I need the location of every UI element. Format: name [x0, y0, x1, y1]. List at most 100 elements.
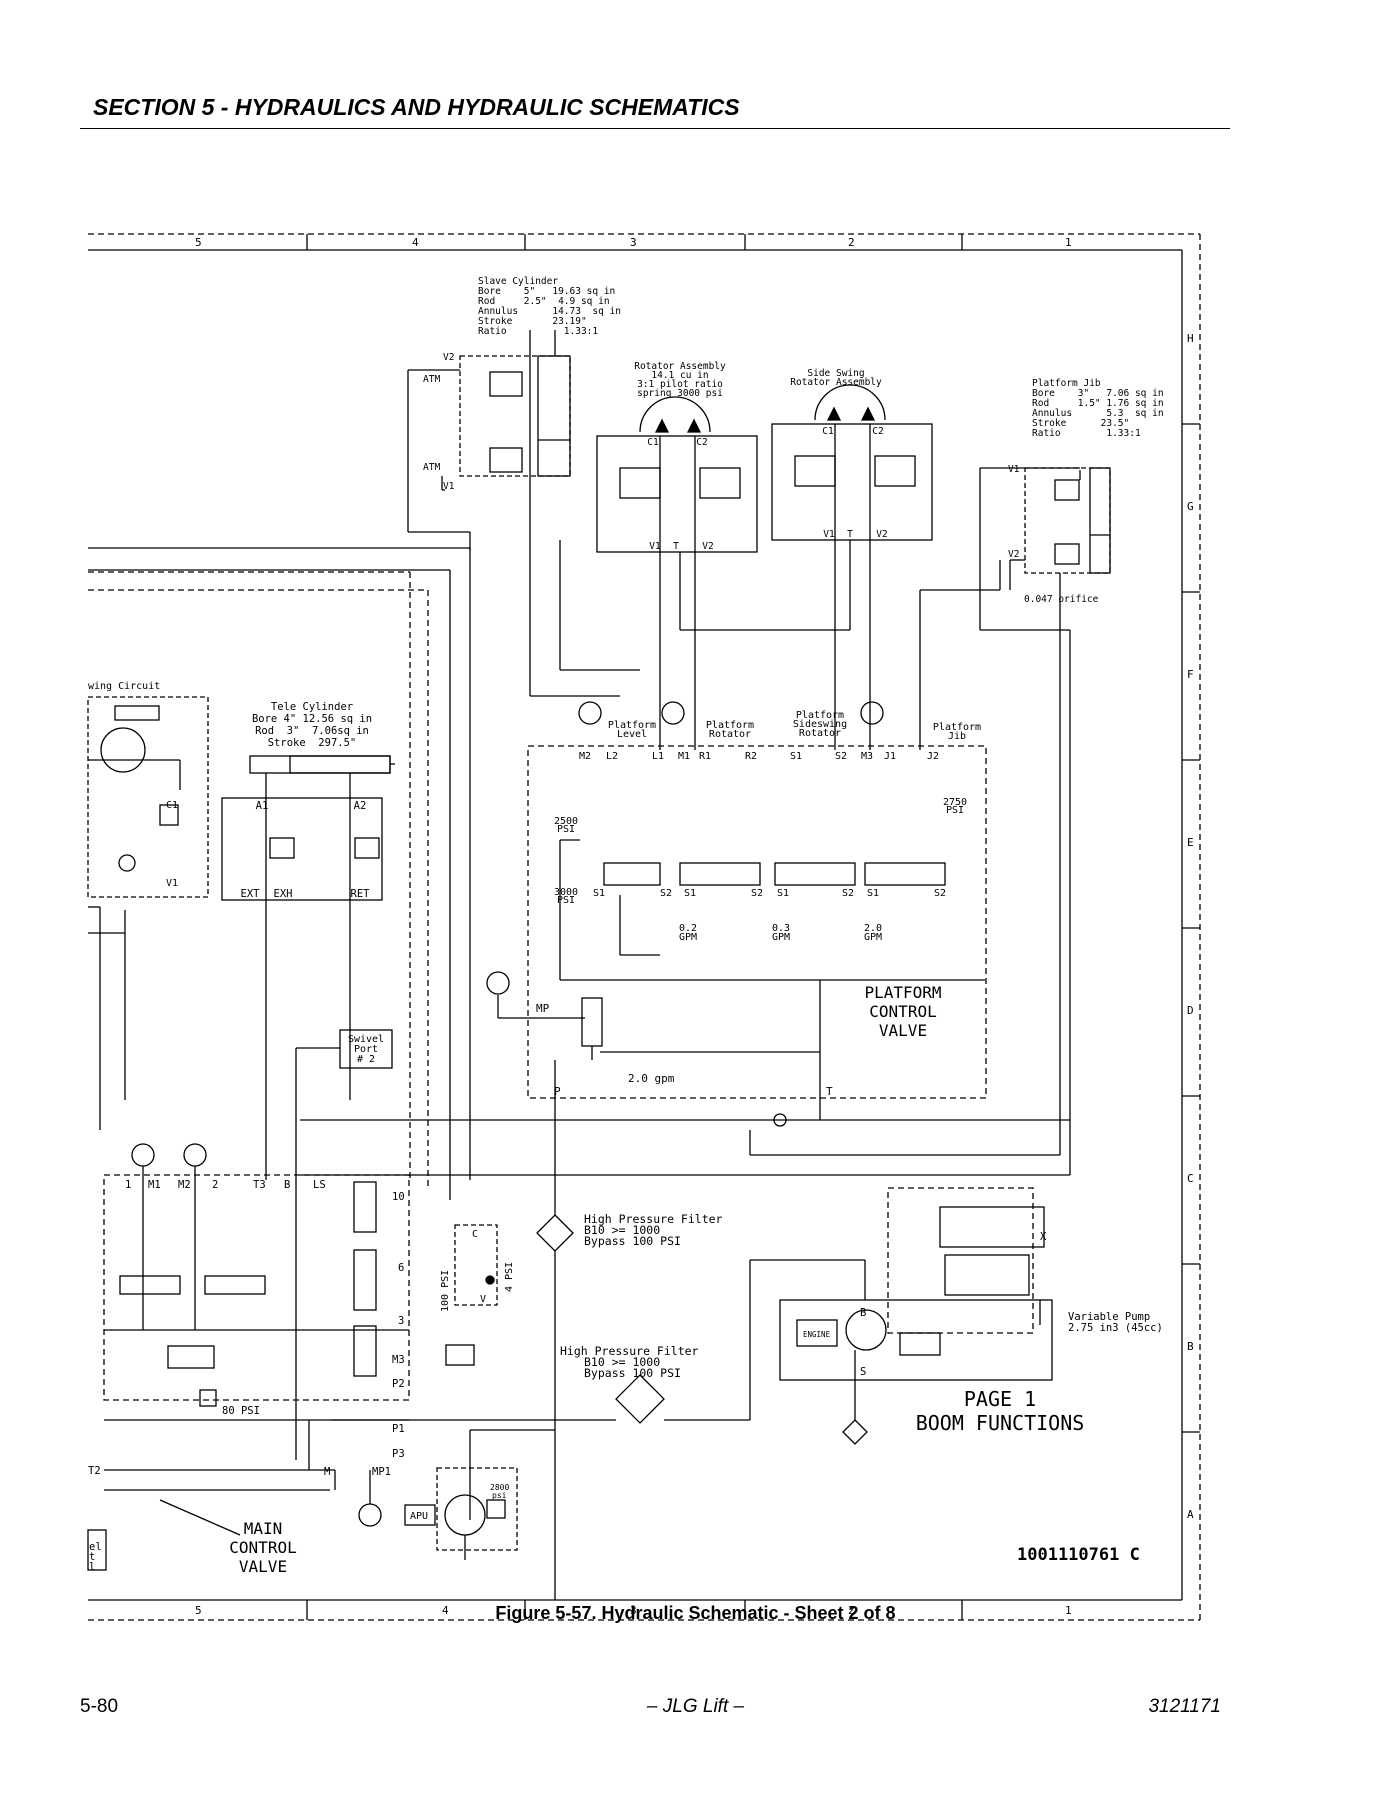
jib-line-4: Annulus 5.3 sq in [1032, 408, 1164, 419]
page-ref-1: PAGE 1 [964, 1387, 1036, 1411]
mcv-port-p3: P3 [392, 1448, 405, 1460]
header-rule [80, 128, 1230, 129]
tele-line-4: Stroke 297.5" [268, 737, 357, 749]
relief-2750-value: 2750 [943, 797, 967, 808]
pump-port-x: X [1040, 1231, 1047, 1243]
main-valve-title: MAIN CONTROL VALVE [229, 1519, 296, 1576]
tele-ext: EXT [241, 888, 261, 900]
mcv-port-p2: P2 [392, 1378, 405, 1390]
rotator-line-4: spring 3000 psi [637, 388, 723, 399]
side-swing-t: T [847, 529, 853, 540]
shuttle-4psi: 4 PSI [504, 1262, 515, 1292]
col-label-top-5: 5 [195, 236, 202, 249]
mcv-port-mp1: MP1 [372, 1466, 391, 1478]
relief-2500-value: 2500 [554, 816, 578, 827]
variable-pump [779, 1187, 1053, 1445]
apu-psi-value: 2800 [490, 1483, 509, 1492]
port-p: P [554, 1085, 561, 1098]
slave-line-6: Ratio 1.33:1 [478, 326, 598, 337]
port-m3: M3 [861, 751, 873, 762]
side-swing-c1: C1 [822, 426, 834, 437]
filter2-line-2: B10 >= 1000 [584, 1355, 660, 1369]
row-label-a: A [1187, 1508, 1194, 1521]
row-label-e: E [1187, 836, 1194, 849]
port-m1: M1 [678, 751, 690, 762]
side-swing-assembly [771, 384, 933, 541]
high-pressure-filter-1 [469, 1195, 574, 1600]
flow-3-value: 2.0 [864, 923, 882, 934]
rotator-t: T [673, 541, 679, 552]
tele-line-3: Rod 3" 7.06sq in [255, 725, 369, 737]
tele-line-2: Bore 4" 12.56 sq in [252, 713, 372, 725]
tele-a2: A2 [354, 800, 367, 812]
function-label-3: Platform [706, 720, 754, 731]
main-valve-title-1: MAIN [244, 1519, 283, 1538]
pump-port-s: S [860, 1366, 866, 1378]
rotator-labels: Rotator Assembly 14.1 cu in 3:1 pilot ra… [634, 361, 726, 552]
platform-valve-title-2: CONTROL [869, 1002, 936, 1021]
filter2-line-1: High Pressure Filter [560, 1344, 699, 1358]
function-label-4: Rotator [709, 729, 751, 740]
page-ref: PAGE 1 BOOM FUNCTIONS [916, 1387, 1085, 1435]
pump-label-2: 2.75 in3 (45cc) [1068, 1322, 1163, 1334]
rotator-line-3: 3:1 pilot ratio [637, 379, 723, 390]
frame-labels: 5 4 3 2 1 5 4 3 2 1 H G F E D C B A [195, 236, 1194, 1617]
col-label-bottom-5: 5 [195, 1604, 202, 1617]
platform-valve-labels: Platform Level Platform Rotator Platform… [554, 710, 981, 943]
tele-ret: RET [351, 888, 371, 900]
mcv-port-1: 1 [125, 1179, 131, 1191]
apu-label: APU [410, 1511, 428, 1522]
slave-line-4: Annulus 14.73 sq in [478, 306, 621, 317]
mcv-port-t3: T3 [253, 1179, 266, 1191]
platform-valve-title-3: VALVE [879, 1021, 927, 1040]
platform-jib [1009, 467, 1111, 590]
partial-label-1: el [89, 1541, 102, 1553]
function-label-9: Jib [948, 731, 966, 742]
slave-line-2: Bore 5" 19.63 sq in [478, 286, 615, 297]
slave-atm-1: ATM [423, 374, 440, 385]
col-label-top-2: 2 [848, 236, 855, 249]
flow-1-value: 0.2 [679, 923, 697, 934]
shuttle-v: V [480, 1294, 486, 1305]
partial-label-2: t [89, 1551, 95, 1563]
spool-2-s2: S2 [751, 888, 763, 899]
col-label-bottom-3: 3 [630, 1604, 637, 1617]
main-control-valve [87, 1143, 475, 1571]
mcv-relief-80psi: 80 PSI [222, 1405, 260, 1417]
row-label-g: G [1187, 500, 1194, 513]
spool-1-s1: S1 [593, 888, 605, 899]
apu-pump [404, 1467, 518, 1560]
function-label-5: Platform [796, 710, 844, 721]
port-j2: J2 [927, 751, 939, 762]
col-label-bottom-4: 4 [442, 1604, 449, 1617]
swivel-port [295, 1029, 393, 1460]
function-label-8: Platform [933, 722, 981, 733]
tele-a1: A1 [256, 800, 269, 812]
shuttle-labels: C V 100 PSI 4 PSI [440, 1229, 515, 1312]
slave-line-3: Rod 2.5" 4.9 sq in [478, 296, 610, 307]
mcv-port-m: M [324, 1466, 330, 1478]
mcv-section-10: 10 [392, 1191, 405, 1203]
relief-3000-value: 3000 [554, 887, 578, 898]
slave-v1: V1 [443, 481, 455, 492]
function-label-6: Sideswing [793, 719, 847, 730]
drawing-number: 1001110761 C [1017, 1545, 1140, 1565]
rotator-v1: V1 [649, 541, 661, 552]
filter-labels: High Pressure Filter B10 >= 1000 Bypass … [560, 1212, 723, 1380]
col-label-top-4: 4 [412, 236, 419, 249]
swing-circuit-labels: wing Circuit C1 V1 [88, 681, 178, 889]
mcv-port-t2: T2 [88, 1465, 101, 1477]
mcv-port-2: 2 [212, 1179, 218, 1191]
slave-cylinder [407, 330, 571, 550]
flow-2-value: 0.3 [772, 923, 790, 934]
row-label-f: F [1187, 668, 1194, 681]
function-label-2: Level [617, 729, 647, 740]
main-valve-title-3: VALVE [239, 1557, 287, 1576]
swivel-line-1: Swivel [348, 1034, 384, 1045]
side-swing-v2: V2 [876, 529, 887, 540]
spool-4-s2: S2 [934, 888, 946, 899]
spool-1-s2: S2 [660, 888, 672, 899]
shuttle-100psi: 100 PSI [440, 1270, 451, 1312]
slave-line-5: Stroke 23.19" [478, 316, 587, 327]
apu-labels: APU 2800 psi [410, 1483, 509, 1522]
